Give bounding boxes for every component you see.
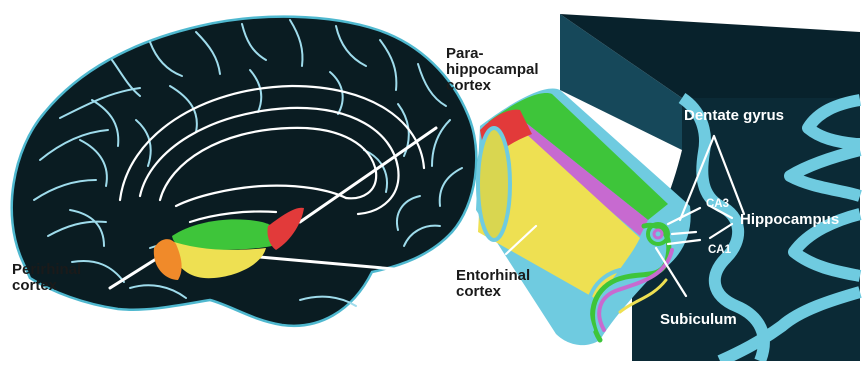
entorhinal-cortex-label: Entorhinal cortex bbox=[456, 268, 530, 300]
subiculum-label: Subiculum bbox=[660, 312, 737, 328]
cylinder-end bbox=[478, 128, 510, 240]
medial-brain-view bbox=[12, 17, 477, 326]
brain-silhouette bbox=[12, 17, 477, 326]
hippocampus-label: Hippocampus bbox=[740, 212, 839, 228]
ca1-label: CA1 bbox=[708, 244, 731, 256]
parahippocampal-cortex-label: Para- hippocampal cortex bbox=[446, 46, 539, 93]
dentate-gyrus-label: Dentate gyrus bbox=[684, 108, 784, 124]
perirhinal-cortex-label: Perirhinal cortex bbox=[12, 262, 81, 294]
ca3-label: CA3 bbox=[706, 198, 729, 210]
